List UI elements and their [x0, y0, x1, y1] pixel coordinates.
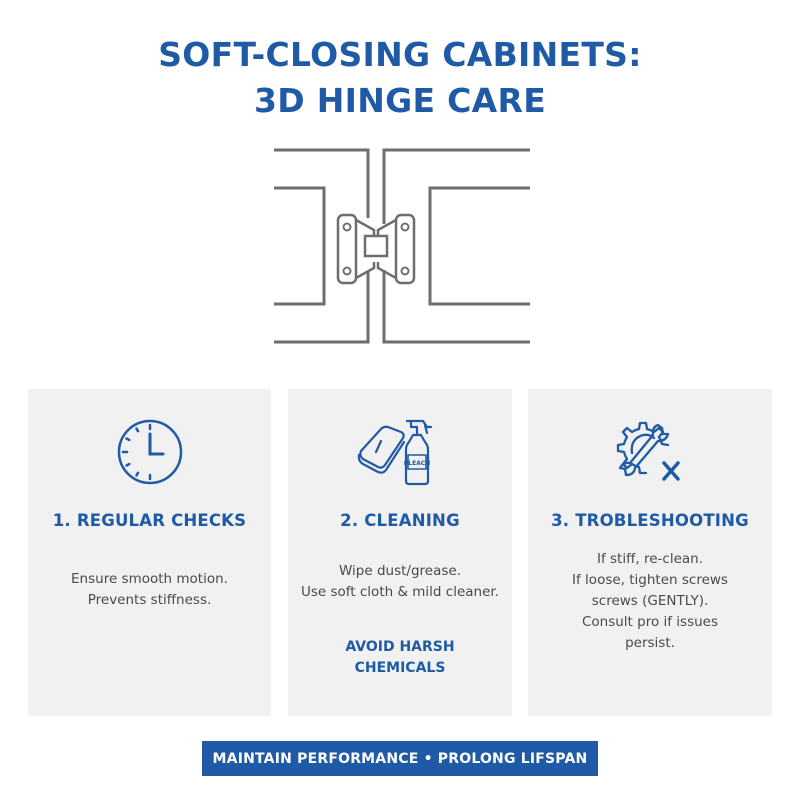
warning-text: AVOID HARSH CHEMICALS: [288, 637, 512, 679]
body-line: Prevents stiffness.: [87, 592, 212, 608]
panel-heading: 1. REGULAR CHECKS: [52, 511, 247, 530]
svg-text:BLEACH: BLEACH: [404, 460, 431, 467]
panel-heading: 2. CLEANING: [340, 511, 460, 530]
body-line: persist.: [625, 635, 675, 651]
panel-troubleshooting: 3. TROBLESHOOTING If stiff, re-clean. If…: [528, 389, 772, 716]
page-title: SOFT-CLOSING CABINETS: 3D HINGE CARE: [0, 32, 800, 124]
body-line: If stiff, re-clean.: [596, 551, 704, 567]
body-line: Consult pro if issues: [581, 614, 719, 630]
body-line: Ensure smooth motion.: [71, 571, 228, 587]
cabinet-hinge-diagram-icon: [274, 148, 530, 344]
panel-body: If stiff, re-clean. If loose, tighten sc…: [528, 549, 772, 654]
warning-line: AVOID HARSH: [345, 639, 455, 655]
body-line: Use soft cloth & mild cleaner.: [300, 584, 500, 600]
cleaning-cloth-spray-bottle-icon: BLEACH: [357, 419, 433, 486]
panel-regular-checks: 1. REGULAR CHECKS Ensure smooth motion. …: [28, 389, 271, 716]
body-line: Wipe dust/grease.: [338, 563, 461, 579]
warning-line: CHEMICALS: [354, 660, 446, 676]
clock-icon: [117, 419, 182, 485]
title-line-1: SOFT-CLOSING CABINETS:: [158, 35, 642, 74]
gear-wrench-x-icon: [616, 421, 680, 481]
title-line-2: 3D HINGE CARE: [253, 81, 547, 120]
body-line: If loose, tighten screws: [572, 572, 728, 588]
body-line: screws (GENTLY).: [591, 593, 709, 609]
panel-body: Ensure smooth motion. Prevents stiffness…: [28, 569, 271, 611]
panel-heading: 3. TROBLESHOOTING: [551, 511, 749, 530]
panel-body: Wipe dust/grease. Use soft cloth & mild …: [288, 561, 512, 603]
footer-banner: MAINTAIN PERFORMANCE • PROLONG LIFSPAN: [202, 741, 598, 776]
panel-cleaning: BLEACH 2. CLEANING Wipe dust/grease. Use…: [288, 389, 512, 716]
